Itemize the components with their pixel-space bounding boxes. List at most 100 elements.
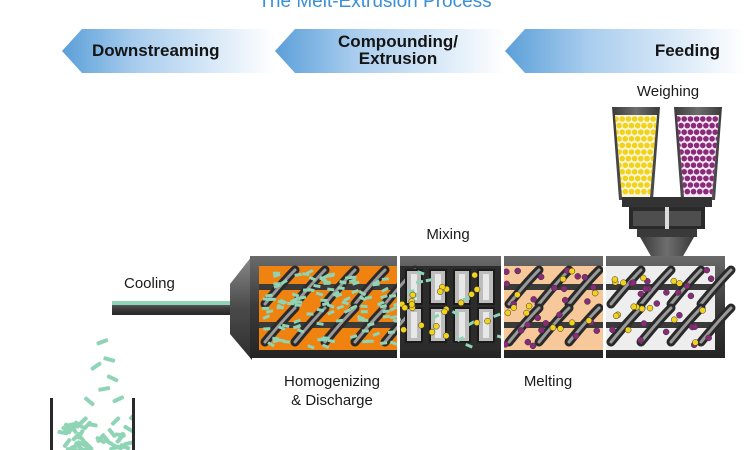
melt-strand xyxy=(415,279,424,285)
melt-strand xyxy=(351,288,359,295)
stage-label-feeding: Feeding xyxy=(654,41,720,60)
melt-strand xyxy=(381,286,389,293)
granule xyxy=(693,129,700,135)
granule xyxy=(684,122,691,129)
arrow-compounding-extrusion xyxy=(275,29,505,73)
granule xyxy=(615,116,619,122)
granule xyxy=(629,279,637,286)
granule xyxy=(687,169,694,175)
screw-flight-highlight xyxy=(609,306,643,344)
granule xyxy=(524,338,532,346)
melt-strand xyxy=(462,296,470,302)
melt-strand xyxy=(467,320,476,327)
kneading-block-face xyxy=(459,312,465,338)
granule xyxy=(683,282,691,290)
melt-strand xyxy=(372,331,381,337)
melt-strand xyxy=(295,300,303,304)
granule xyxy=(517,327,525,334)
granule xyxy=(616,136,622,142)
stage-label-compounding-line2: Extrusion xyxy=(358,49,438,68)
granule xyxy=(703,122,709,129)
granule xyxy=(473,286,481,293)
zone-dividers xyxy=(397,256,606,358)
melt-strand xyxy=(291,296,300,303)
melt-strand xyxy=(292,324,301,330)
granule xyxy=(622,136,629,142)
granule xyxy=(631,169,638,175)
melt-strand xyxy=(276,305,284,310)
granule xyxy=(676,311,683,319)
granule xyxy=(681,155,687,162)
label-homogenizing: Homogenizing & Discharge xyxy=(262,372,402,410)
granule xyxy=(690,136,697,142)
melt-strand xyxy=(327,338,336,344)
melt-strand xyxy=(315,291,324,297)
granule xyxy=(433,322,440,330)
granule xyxy=(709,136,715,142)
melt-strand xyxy=(335,318,344,323)
melt-strand xyxy=(379,341,388,346)
screw-shaft xyxy=(259,284,397,290)
melt-strand xyxy=(320,298,328,302)
melt-strand xyxy=(361,329,369,333)
melt-strand xyxy=(389,305,398,312)
label-homogenizing-line1: Homogenizing xyxy=(284,373,380,390)
melt-strand xyxy=(431,313,440,320)
screw-flight-highlight xyxy=(567,306,601,344)
melt-strand xyxy=(332,290,340,297)
material-particles xyxy=(262,266,715,350)
pellet xyxy=(106,374,119,383)
stage-label-downstreaming: Downstreaming xyxy=(92,41,220,60)
granule xyxy=(628,122,635,129)
granule xyxy=(696,136,703,142)
granule xyxy=(692,339,699,346)
melt-strand xyxy=(348,278,357,284)
melt-strand xyxy=(337,286,345,290)
granule xyxy=(634,188,641,195)
kneading-block-face xyxy=(483,274,489,300)
granule xyxy=(631,116,638,122)
granule xyxy=(706,142,712,149)
granule xyxy=(628,162,635,168)
granule xyxy=(640,274,647,282)
pellet xyxy=(78,416,88,426)
melt-strand xyxy=(367,322,375,327)
granule xyxy=(678,122,684,129)
granule xyxy=(700,142,706,149)
falling-pellets xyxy=(84,338,125,407)
granule xyxy=(638,129,644,135)
granule xyxy=(559,275,567,283)
melt-strand xyxy=(313,283,321,289)
granule xyxy=(705,334,712,342)
granule xyxy=(631,142,638,149)
kneading-block-face xyxy=(411,312,417,338)
granule xyxy=(514,267,521,275)
granule xyxy=(524,321,532,329)
granule xyxy=(534,314,542,322)
granule xyxy=(644,182,650,188)
granule xyxy=(468,291,475,298)
collection-bin xyxy=(50,398,135,450)
granule xyxy=(650,116,656,122)
melt-strand xyxy=(456,336,465,343)
melt-strand xyxy=(343,296,351,302)
granule xyxy=(625,142,632,149)
granule xyxy=(628,136,635,142)
granule xyxy=(625,116,632,122)
granule xyxy=(644,169,650,175)
granule xyxy=(619,116,625,122)
granule xyxy=(696,149,703,155)
melt-strand xyxy=(323,281,331,285)
label-weighing: Weighing xyxy=(636,83,700,100)
diagram-title: The Melt-Extrusion Process xyxy=(258,0,492,12)
screw-flight-highlight xyxy=(567,268,601,306)
granule xyxy=(712,116,718,122)
granule xyxy=(401,304,409,312)
granule xyxy=(638,182,644,188)
pellet xyxy=(95,436,106,445)
granule xyxy=(436,288,444,295)
granule xyxy=(560,285,568,293)
granule xyxy=(684,175,691,182)
granule xyxy=(709,149,715,155)
granule xyxy=(681,116,687,122)
